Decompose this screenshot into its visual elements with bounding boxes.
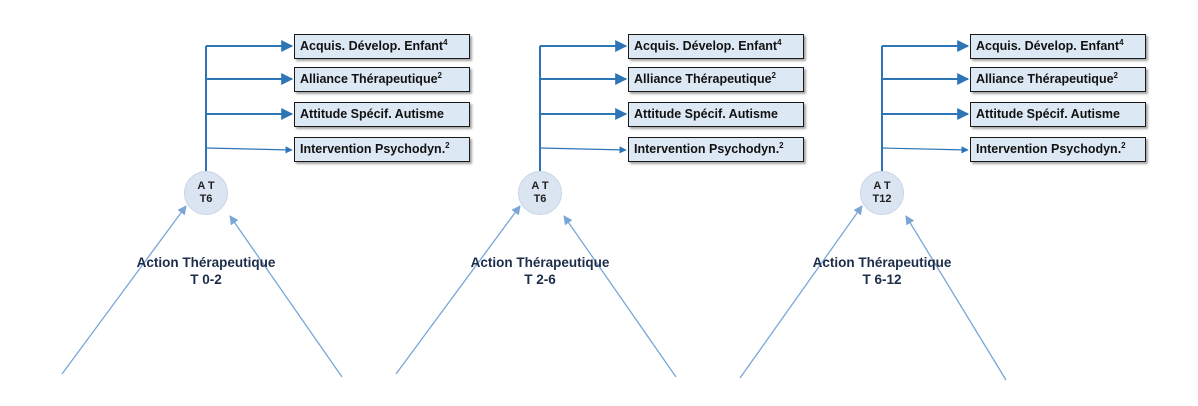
outcome-box-superscript: 2 <box>779 141 784 150</box>
outcome-box-3: Attitude Spécif. Autisme <box>628 102 804 127</box>
input-arrow-left <box>739 205 863 379</box>
outcome-box-superscript: 2 <box>1113 71 1118 80</box>
outcome-box-text: Attitude Spécif. Autisme <box>976 107 1120 121</box>
at-node: A T T12 <box>860 171 904 215</box>
action-label: Action Thérapeutique T 6-12 <box>772 254 992 288</box>
outcome-box-text: Acquis. Dévelop. Enfant <box>300 39 444 53</box>
outcome-box-3: Attitude Spécif. Autisme <box>294 102 470 127</box>
outcome-box-superscript: 4 <box>443 38 448 47</box>
at-node: A T T6 <box>184 171 228 215</box>
outcome-box-superscript: 2 <box>437 71 442 80</box>
panel-3-connectors <box>739 40 1007 381</box>
outcome-box-2: Alliance Thérapeutique2 <box>294 67 470 92</box>
at-node-line2: T12 <box>872 193 892 205</box>
outcome-box-superscript: 2 <box>771 71 776 80</box>
outcome-box-text: Alliance Thérapeutique <box>976 72 1114 86</box>
arrow-to-box-4 <box>205 146 293 154</box>
outcome-box-text: Intervention Psychodyn. <box>300 142 446 156</box>
action-label-line1: Action Thérapeutique <box>812 255 952 270</box>
at-node-line1: A T <box>873 180 891 192</box>
action-label: Action Thérapeutique T 0-2 <box>96 254 316 288</box>
input-arrow-right <box>905 215 1007 381</box>
outcome-box-superscript: 2 <box>445 141 450 150</box>
action-label: Action Thérapeutique T 2-6 <box>430 254 650 288</box>
outcome-box-1: Acquis. Dévelop. Enfant4 <box>294 34 470 59</box>
outcome-box-2: Alliance Thérapeutique2 <box>970 67 1146 92</box>
outcome-box-1: Acquis. Dévelop. Enfant4 <box>970 34 1146 59</box>
outcome-box-text: Alliance Thérapeutique <box>300 72 438 86</box>
action-label-line1: Action Thérapeutique <box>136 255 276 270</box>
outcome-box-text: Intervention Psychodyn. <box>634 142 780 156</box>
outcome-box-superscript: 4 <box>1119 38 1124 47</box>
outcome-box-text: Acquis. Dévelop. Enfant <box>976 39 1120 53</box>
panel-1: Acquis. Dévelop. Enfant4 Alliance Thérap… <box>0 0 470 406</box>
outcome-box-2: Alliance Thérapeutique2 <box>628 67 804 92</box>
panel-1-connectors <box>61 40 343 378</box>
outcome-box-text: Alliance Thérapeutique <box>634 72 772 86</box>
action-label-line2: T 6-12 <box>862 272 902 287</box>
outcome-box-text: Intervention Psychodyn. <box>976 142 1122 156</box>
at-node-line2: T6 <box>199 193 213 205</box>
at-node-line2: T6 <box>533 193 547 205</box>
outcome-box-1: Acquis. Dévelop. Enfant4 <box>628 34 804 59</box>
input-arrow-right <box>229 215 343 378</box>
outcome-box-text: Attitude Spécif. Autisme <box>634 107 778 121</box>
outcome-box-4: Intervention Psychodyn.2 <box>294 137 470 162</box>
input-arrow-left <box>395 205 521 375</box>
outcome-box-3: Attitude Spécif. Autisme <box>970 102 1146 127</box>
panel-2: Acquis. Dévelop. Enfant4 Alliance Thérap… <box>334 0 804 406</box>
panel-2-connectors <box>395 40 677 378</box>
outcome-box-superscript: 4 <box>777 38 782 47</box>
arrow-to-box-4 <box>539 146 627 154</box>
outcome-box-4: Intervention Psychodyn.2 <box>628 137 804 162</box>
at-node-line1: A T <box>197 180 215 192</box>
outcome-box-text: Attitude Spécif. Autisme <box>300 107 444 121</box>
action-label-line2: T 0-2 <box>190 272 222 287</box>
arrow-to-box-4 <box>881 146 969 154</box>
input-arrow-right <box>563 215 677 378</box>
panel-3: Acquis. Dévelop. Enfant4 Alliance Thérap… <box>676 0 1146 406</box>
outcome-box-4: Intervention Psychodyn.2 <box>970 137 1146 162</box>
at-node: A T T6 <box>518 171 562 215</box>
at-node-line1: A T <box>531 180 549 192</box>
action-label-line2: T 2-6 <box>524 272 556 287</box>
outcome-box-text: Acquis. Dévelop. Enfant <box>634 39 778 53</box>
input-arrow-left <box>61 205 187 375</box>
outcome-box-superscript: 2 <box>1121 141 1126 150</box>
action-label-line1: Action Thérapeutique <box>470 255 610 270</box>
